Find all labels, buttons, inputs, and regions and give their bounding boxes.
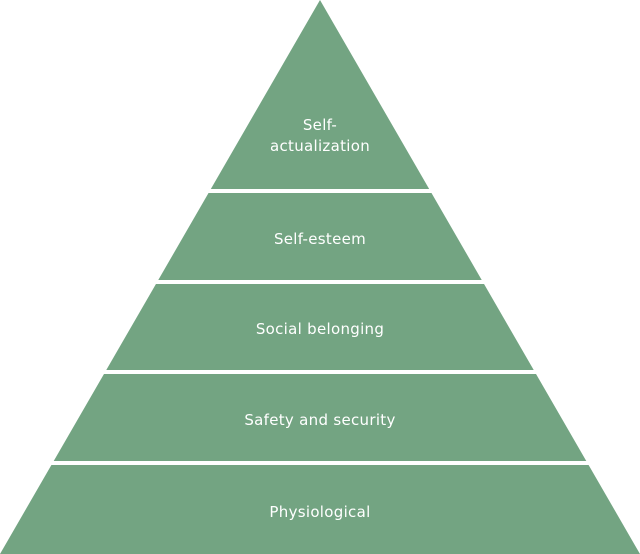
pyramid-level-self-esteem: Self-esteem xyxy=(158,193,482,280)
pyramid-level-shape xyxy=(53,374,587,461)
pyramid-level-shape xyxy=(0,465,640,554)
pyramid-level-social-belonging: Social belonging xyxy=(106,284,534,370)
pyramid-level-label: Physiological xyxy=(269,503,370,521)
pyramid-level-shape xyxy=(106,284,534,370)
pyramid-level-physiological: Physiological xyxy=(0,465,640,554)
pyramid-level-shape xyxy=(158,193,482,280)
pyramid-level-label: Self- xyxy=(303,116,337,134)
pyramid-level-safety-and-security: Safety and security xyxy=(53,374,587,461)
pyramid-level-label: Self-esteem xyxy=(274,230,366,248)
pyramid-level-self-actualization: Self-actualization xyxy=(210,0,430,189)
pyramid-level-label: actualization xyxy=(270,137,370,155)
pyramid-level-label: Safety and security xyxy=(244,411,395,429)
pyramid-level-shape xyxy=(210,0,430,189)
pyramid-level-label: Social belonging xyxy=(256,320,384,338)
